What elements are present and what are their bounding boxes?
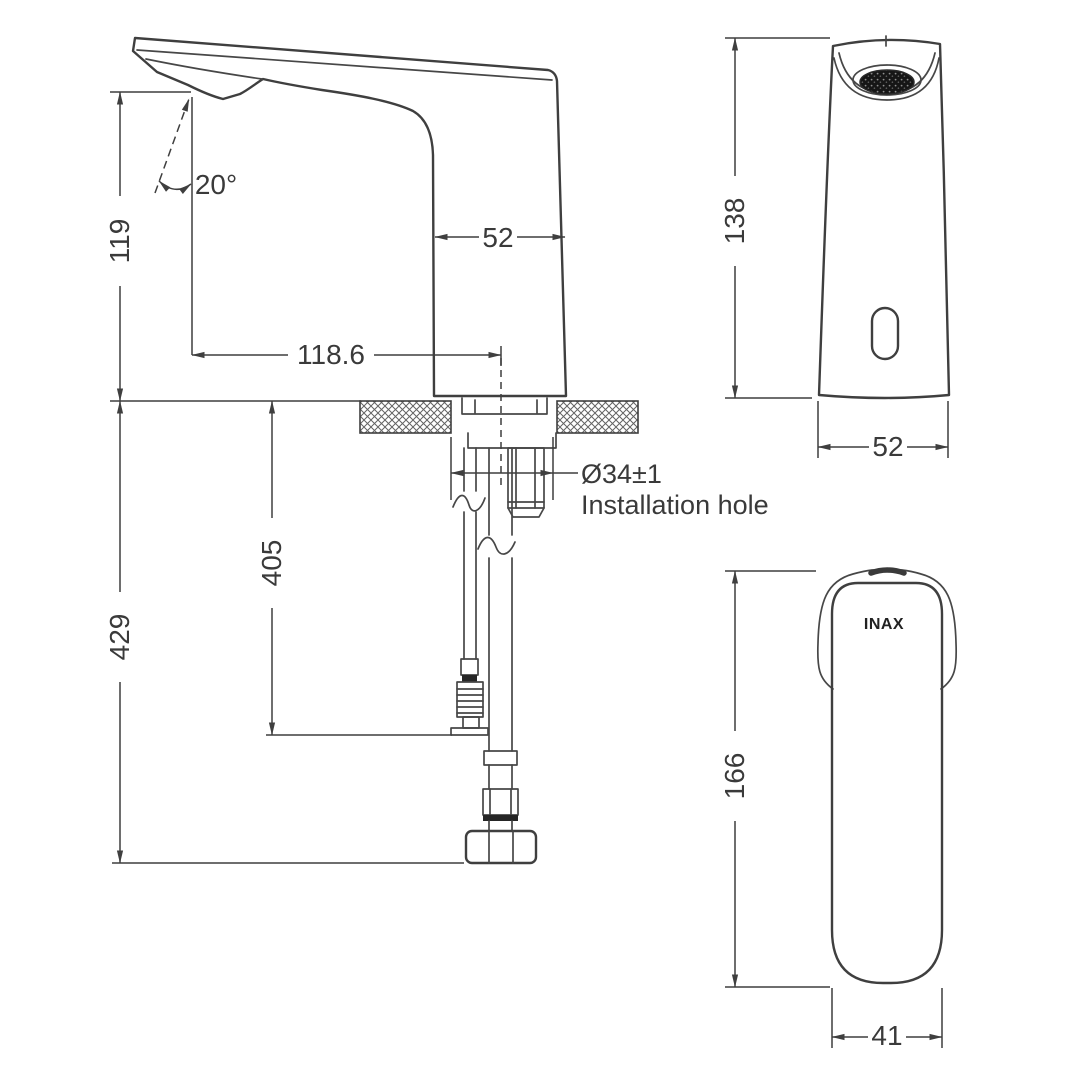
mounting-shank bbox=[461, 397, 557, 449]
top-view: INAX 166 41 bbox=[719, 567, 958, 1051]
aerator-mesh bbox=[859, 69, 915, 95]
dim-cable-drop: 405 bbox=[256, 400, 452, 736]
dim-label-52-front: 52 bbox=[872, 431, 903, 462]
aerator-rim bbox=[852, 64, 922, 96]
sensor-window bbox=[870, 306, 900, 361]
supply-hose-nut bbox=[464, 829, 538, 865]
hole-diameter-label: Ø34±1 bbox=[581, 459, 662, 489]
dim-spout-height: 119 bbox=[104, 91, 361, 402]
inax-logo: INAX bbox=[864, 616, 904, 633]
dim-front-height: 138 bbox=[719, 37, 830, 399]
sensor-cable-connector bbox=[450, 658, 489, 736]
dim-label-119: 119 bbox=[104, 219, 135, 264]
installation-hole-label: Installation hole bbox=[581, 490, 769, 520]
dim-top-width: 41 bbox=[831, 988, 943, 1051]
mounting-bolt bbox=[507, 447, 545, 518]
spout-underside-crease bbox=[145, 58, 263, 80]
dim-top-length: 166 bbox=[719, 570, 830, 988]
faucet-side-outline bbox=[131, 36, 568, 398]
faucet-top-inner-edge bbox=[136, 49, 553, 81]
dim-label-41: 41 bbox=[871, 1020, 902, 1051]
front-view: 138 52 bbox=[719, 35, 951, 462]
dim-label-52-side: 52 bbox=[482, 222, 513, 253]
top-view-body-outline bbox=[830, 581, 944, 985]
dim-label-429: 429 bbox=[104, 614, 135, 661]
dim-label-405: 405 bbox=[256, 540, 287, 587]
side-view: 119 429 405 20° 118.6 bbox=[104, 36, 769, 865]
dim-hose-drop: 429 bbox=[104, 400, 464, 864]
dim-label-138: 138 bbox=[719, 198, 750, 245]
counter-hatch-right bbox=[556, 400, 639, 434]
dim-label-20deg: 20° bbox=[195, 169, 237, 200]
dim-spout-angle: 20° bbox=[154, 97, 237, 355]
top-view-front-tab bbox=[868, 567, 907, 576]
dim-front-width: 52 bbox=[817, 401, 949, 462]
supply-hose bbox=[477, 447, 519, 832]
hose-break-symbol bbox=[477, 536, 516, 555]
sensor-cable bbox=[452, 447, 486, 660]
faucet-front-outline bbox=[817, 38, 951, 400]
dim-top-depth: 52 bbox=[434, 222, 566, 253]
cable-break-symbol bbox=[452, 494, 486, 512]
dim-label-118-6: 118.6 bbox=[297, 339, 365, 370]
dim-installation-hole: Ø34±1 Installation hole bbox=[450, 437, 769, 520]
counter-hatch-left bbox=[359, 400, 452, 434]
spout-cowl-outer bbox=[833, 57, 940, 101]
dim-label-166: 166 bbox=[719, 753, 750, 800]
dim-reach: 118.6 bbox=[191, 339, 502, 370]
